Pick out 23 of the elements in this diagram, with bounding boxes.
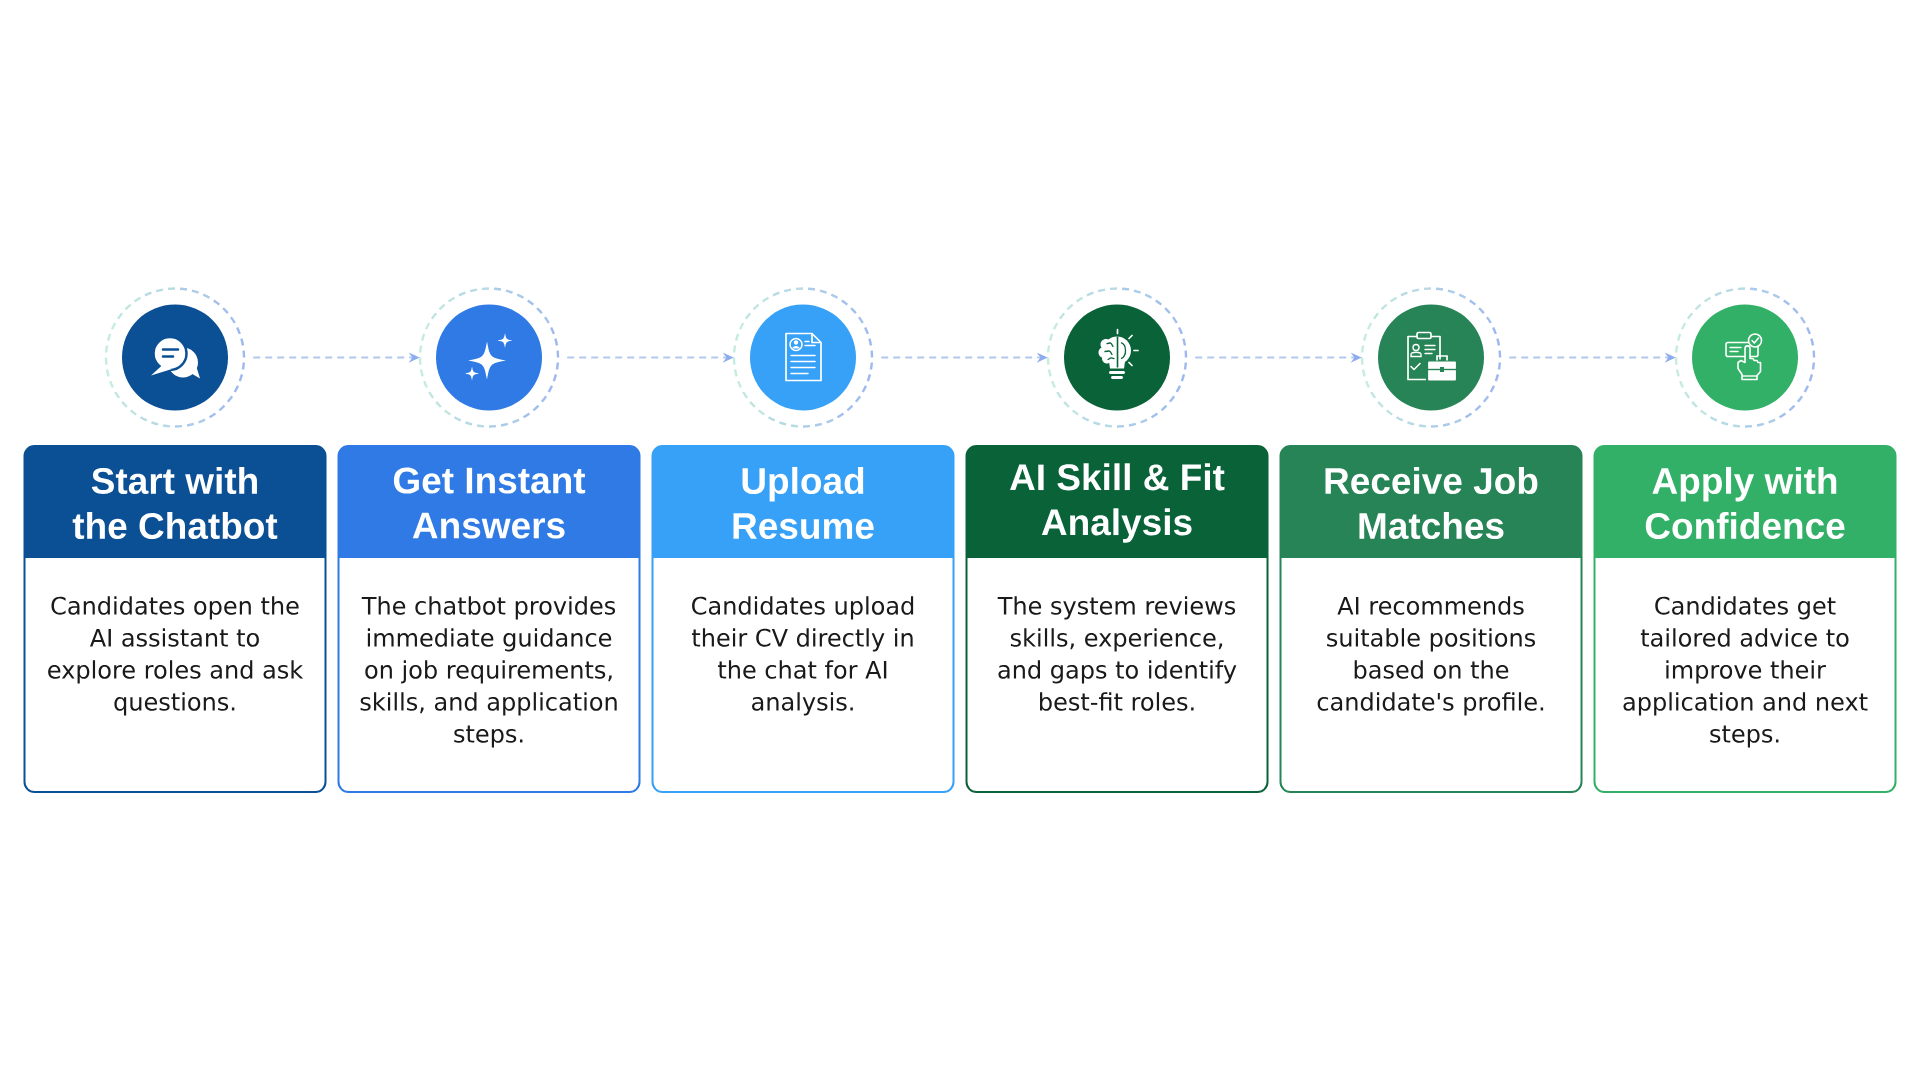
icon-circle: [732, 287, 874, 428]
icon-circle: [1674, 287, 1816, 428]
icon-circle: [1046, 287, 1188, 428]
icon-circle: [1360, 287, 1502, 428]
step-card: [1593, 445, 1897, 793]
step-description: AI recommends suitable positions based on the candidate's profile.: [1317, 596, 1544, 716]
icon-circle: [418, 287, 560, 428]
step-title: Get Instant Answers: [393, 467, 586, 539]
step-card: [337, 445, 641, 793]
step-title: Start with the Chatbot: [72, 466, 278, 540]
step-card: [1279, 445, 1583, 793]
step-description: Candidates open the AI assistant to explore roles and ask questions.: [48, 596, 304, 716]
step-title: AI Skill & Fit Analysis: [1010, 463, 1225, 543]
step-description: The system reviews skills, experience, and gaps to identify best-fit roles.: [997, 596, 1237, 711]
step-card: [651, 445, 955, 793]
step-description: The chatbot provides immediate guidance on job requirements, skills, and application steps.: [360, 596, 617, 748]
step-description: Candidates upload their CV directly in the chat for AI analysis.: [692, 596, 914, 716]
step-description: Candidates get tailored advice to improve their application and next steps.: [1623, 596, 1868, 748]
step-title: Apply with Confidence: [1645, 466, 1845, 540]
step-title: Receive Job Matches: [1325, 466, 1538, 540]
step-card: [965, 445, 1269, 793]
step-card: [23, 445, 327, 793]
step-title: Upload Resume: [733, 466, 874, 540]
